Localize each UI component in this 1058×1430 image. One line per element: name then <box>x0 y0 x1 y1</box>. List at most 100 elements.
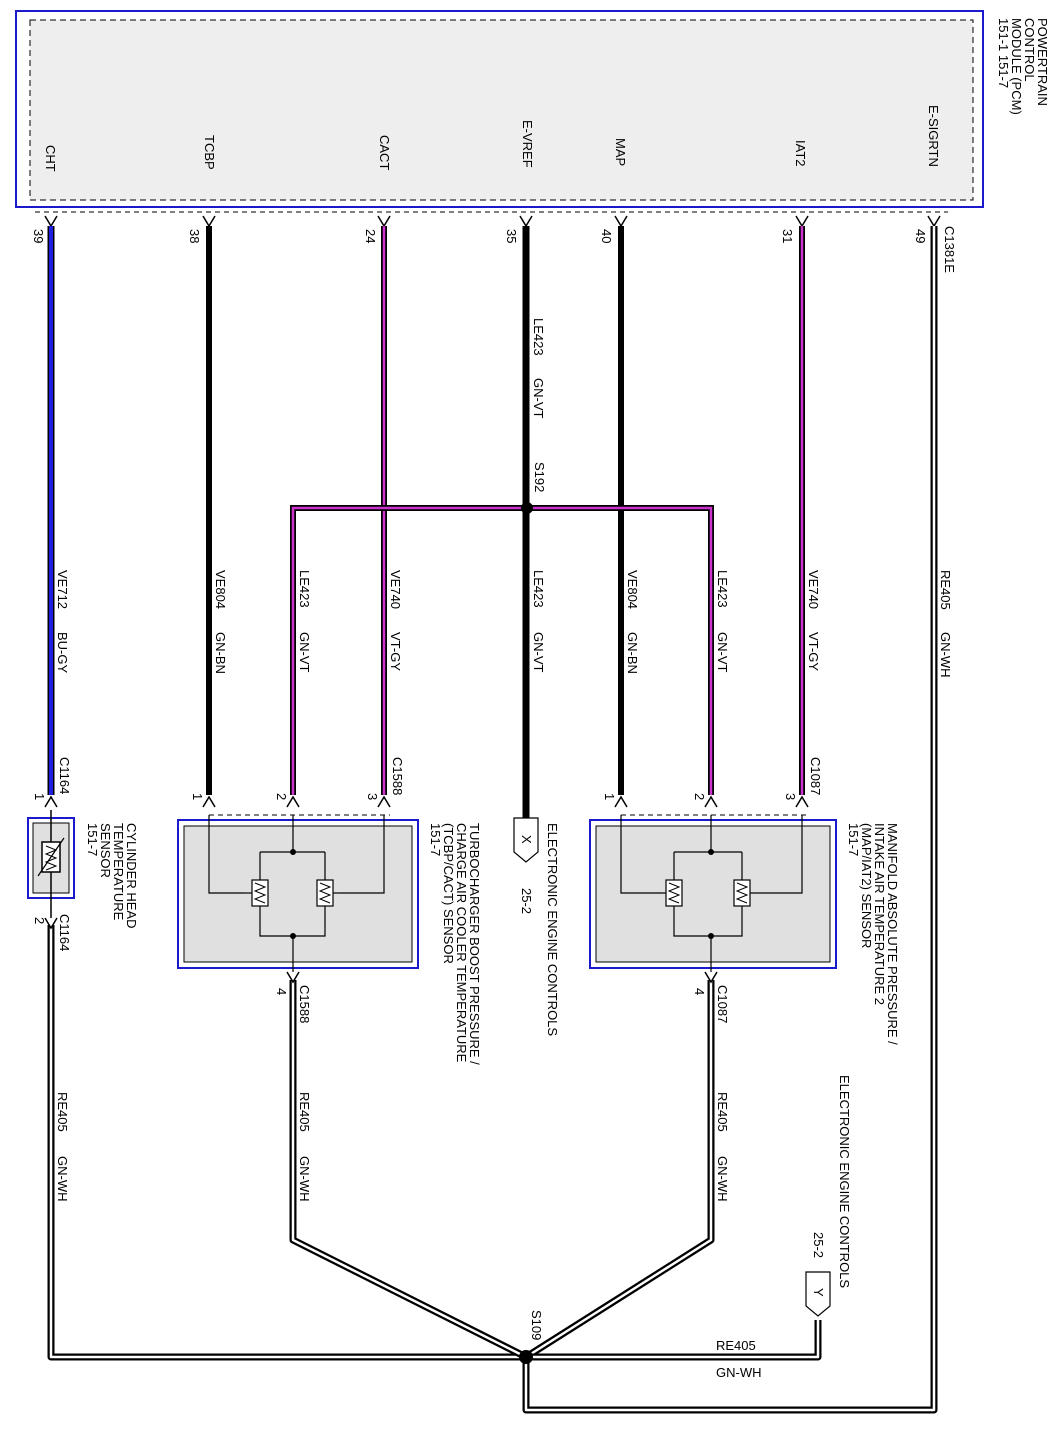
map-pressure-element-icon <box>662 879 683 907</box>
pin-cht-2: 2 <box>32 917 47 924</box>
pin-cht-1: 1 <box>32 793 47 800</box>
pcm-pin-label-tcbp: TCBP <box>202 135 217 170</box>
circuit-color-tcbp: GN-BN <box>213 632 228 674</box>
pcm-pin-label-cact: CACT <box>377 135 392 170</box>
circuit-id-rtn-map: RE405 <box>715 1092 730 1132</box>
reference-x-letter: X <box>519 835 534 844</box>
pcm-pin-number-esigrtn: 49 <box>913 229 928 243</box>
circuit-id-iat2: VE740 <box>806 570 821 609</box>
tcbp-sensor-label-1: TURBOCHARGER BOOST PRESSURE / <box>467 823 482 1065</box>
pcm-pin-number-cact: 24 <box>363 229 378 243</box>
map-sensor-label-3: (MAP/IAT2) SENSOR <box>859 823 874 948</box>
splice-s109-label: S109 <box>529 1310 544 1340</box>
circuit-id-vref-mid: LE423 <box>531 570 546 608</box>
map-sensor-label-1: MANIFOLD ABSOLUTE PRESSURE / <box>885 823 900 1045</box>
circuit-color-rtn-map: GN-WH <box>715 1156 730 1202</box>
circuit-id-rtn-y: RE405 <box>716 1338 756 1353</box>
connector-c1588-bottom: C1588 <box>297 985 312 1023</box>
circuit-id-rtn-pcm: RE405 <box>938 570 953 610</box>
cht-sensor-label-4: 151-7 <box>85 823 100 856</box>
circuit-id-rtn-tcbp: RE405 <box>297 1092 312 1132</box>
splice-s192-label: S192 <box>532 462 547 492</box>
pcm-pin-number-map: 40 <box>599 229 614 243</box>
tcbp-sensor-label-3: (TCBP/CACT) SENSOR <box>441 823 456 964</box>
pcm-title-line-2: CONTROL <box>1022 18 1037 82</box>
tcbp-sensor-label-4: 151-7 <box>428 823 443 856</box>
tcbp-pressure-element-icon <box>244 879 269 907</box>
circuit-color-rtn-cht: GN-WH <box>55 1156 70 1202</box>
circuit-color-rtn-pcm: GN-WH <box>938 632 953 678</box>
cht-sensor-label-3: SENSOR <box>98 823 113 878</box>
cht-sensor-label-2: TEMPERATURE <box>111 823 126 921</box>
reference-x-label: ELECTRONIC ENGINE CONTROLS <box>545 823 560 1036</box>
map-sensor-label-4: 151-7 <box>846 823 861 856</box>
pcm-pin-label-evref: E-VREF <box>520 120 535 168</box>
pin-map-4: 4 <box>692 988 707 995</box>
sensor-connector-arrows <box>44 795 809 984</box>
pcm-connector-label: C1381E <box>942 226 957 273</box>
cht-sensor-label-1: CYLINDER HEAD <box>124 823 139 928</box>
pcm-pin-label-iat2: IAT2 <box>793 140 808 167</box>
tcbp-cact-sensor <box>177 815 419 972</box>
map-iat2-sensor <box>589 815 837 972</box>
pin-map-1: 1 <box>602 793 617 800</box>
splice-s109-dot <box>519 1350 533 1364</box>
circuit-color-cht: BU-GY <box>55 632 70 674</box>
circuit-color-map: GN-BN <box>625 632 640 674</box>
tcbp-sensor-label-2: CHARGE AIR COOLER TEMPERATURE <box>454 823 469 1063</box>
circuit-color-cact: VT-GY <box>388 632 403 671</box>
splice-s192-dot <box>521 502 533 514</box>
pcm-title-line-1: POWERTRAIN <box>1035 18 1050 106</box>
circuit-color-map-ref: GN-VT <box>715 632 730 673</box>
pcm-connector-arrows <box>44 215 941 228</box>
circuit-color-vref-mid: GN-VT <box>531 632 546 673</box>
circuit-labels: LE423 GN-VT VE712 BU-GY VE804 GN-BN LE42… <box>55 318 953 1380</box>
pin-tcbp-1: 1 <box>190 793 205 800</box>
iat2-temperature-element-icon <box>733 879 752 907</box>
circuit-color-tcbp-ref: GN-VT <box>297 632 312 673</box>
connector-c1164-bottom: C1164 <box>57 914 72 951</box>
reference-y-letter: Y <box>811 1288 826 1297</box>
map-sensor-label-2: INTAKE AIR TEMPERATURE 2 <box>872 823 887 1005</box>
pin-tcbp-3: 3 <box>365 793 380 800</box>
pcm-module: POWERTRAIN CONTROL MODULE (PCM) 151-1 15… <box>15 10 1050 208</box>
reference-x-page: 25-2 <box>519 888 534 914</box>
pin-map-2: 2 <box>692 793 707 800</box>
pin-tcbp-2: 2 <box>274 793 289 800</box>
cht-sensor <box>27 810 75 918</box>
pin-map-3: 3 <box>783 793 798 800</box>
circuit-id-cht: VE712 <box>55 570 70 609</box>
connector-c1087-top: C1087 <box>808 757 823 795</box>
wire-vref-branch <box>290 505 714 795</box>
wire-returns <box>47 226 938 1414</box>
pcm-title-line-4: 151-1 151-7 <box>996 18 1011 88</box>
pcm-pin-number-iat2: 31 <box>780 229 795 243</box>
circuit-id-map-ref: LE423 <box>715 570 730 608</box>
circuit-id-rtn-cht: RE405 <box>55 1092 70 1132</box>
pcm-pin-label-cht: CHT <box>43 145 58 172</box>
circuit-id-cact: VE740 <box>388 570 403 609</box>
circuit-id-tcbp-ref: LE423 <box>297 570 312 608</box>
reference-y-flag <box>805 1271 831 1317</box>
thermistor-icon <box>37 837 65 877</box>
reference-x-flag <box>513 795 539 863</box>
circuit-id-vref-top: LE423 <box>531 318 546 356</box>
pcm-pin-number-cht: 39 <box>31 229 46 243</box>
circuit-id-tcbp: VE804 <box>213 570 228 609</box>
circuit-color-rtn-tcbp: GN-WH <box>297 1156 312 1202</box>
connector-c1087-bottom: C1087 <box>715 985 730 1023</box>
circuit-id-map: VE804 <box>625 570 640 609</box>
pcm-pin-number-tcbp: 38 <box>187 229 202 243</box>
pcm-title-line-3: MODULE (PCM) <box>1009 18 1024 115</box>
pcm-pin-label-esigrtn: E-SIGRTN <box>926 105 941 167</box>
connector-c1164-top: C1164 <box>57 757 72 794</box>
cact-temperature-element-icon <box>316 879 340 907</box>
connector-c1588-top: C1588 <box>390 757 405 795</box>
reference-y-page: 25-2 <box>811 1232 826 1258</box>
circuit-color-iat2: VT-GY <box>806 632 821 671</box>
pin-tcbp-4: 4 <box>274 988 289 995</box>
pcm-pin-number-evref: 35 <box>504 229 519 243</box>
circuit-color-rtn-y: GN-WH <box>716 1365 762 1380</box>
pcm-pin-label-map: MAP <box>613 138 628 166</box>
